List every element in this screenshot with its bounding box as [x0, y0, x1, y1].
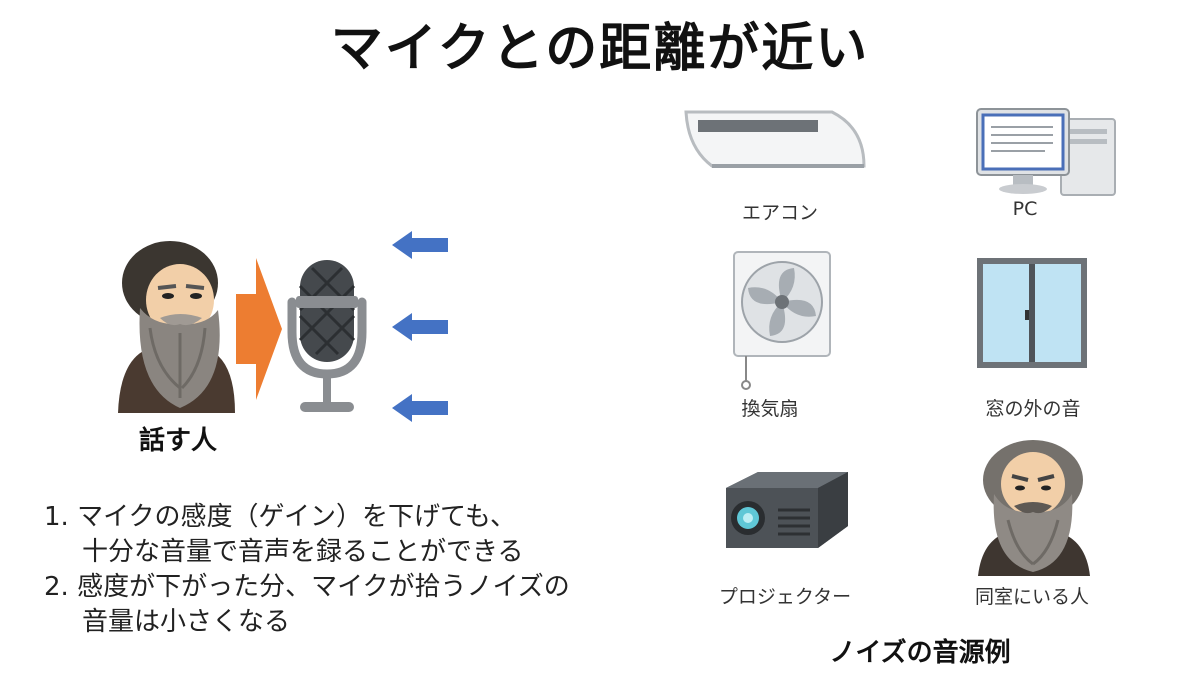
point-2-line-2: 音量は小さくなる	[82, 607, 291, 637]
noise-label-window: 窓の外の音	[985, 398, 1081, 420]
ventilation-fan-icon	[733, 251, 831, 390]
slide-title: マイクとの距離が近い	[330, 19, 870, 79]
noise-label-pc: PC	[1012, 198, 1038, 220]
point-1-line-2: 十分な音量で音声を録ることができる	[82, 537, 524, 567]
voice-arrow	[236, 258, 282, 400]
noise-label-ventilation-fan: 換気扇	[741, 398, 799, 420]
window-icon	[977, 258, 1087, 368]
noise-arrow-top-shape	[392, 231, 448, 259]
noise-label-air-conditioner: エアコン	[741, 202, 818, 224]
desktop-pc-icon	[976, 108, 1116, 196]
noise-arrow-top	[392, 231, 448, 259]
points-list: 1. マイクの感度（ゲイン）を下げても、 十分な音量で音声を録ることができる 2…	[44, 500, 570, 640]
microphone-icon	[287, 260, 367, 412]
point-2-line-1: 2. 感度が下がった分、マイクが拾うノイズの	[44, 572, 570, 602]
speaker-caption: 話す人	[138, 426, 217, 456]
person-icon	[978, 440, 1090, 576]
noise-arrow-bottom-shape	[392, 394, 448, 422]
noise-arrow-middle-shape	[392, 313, 448, 341]
noise-sources-caption: ノイズの音源例	[829, 638, 1011, 668]
point-1-line-1: 1. マイクの感度（ゲイン）を下げても、	[44, 502, 516, 532]
projector-icon	[726, 472, 848, 548]
noise-label-person: 同室にいる人	[974, 586, 1089, 608]
air-conditioner-icon	[684, 110, 866, 168]
noise-arrow-bottom	[392, 394, 448, 422]
noise-label-projector: プロジェクター	[718, 586, 852, 608]
voice-arrow-shape	[236, 258, 282, 400]
speaker-person-icon	[118, 241, 235, 413]
noise-arrow-middle	[392, 313, 448, 341]
